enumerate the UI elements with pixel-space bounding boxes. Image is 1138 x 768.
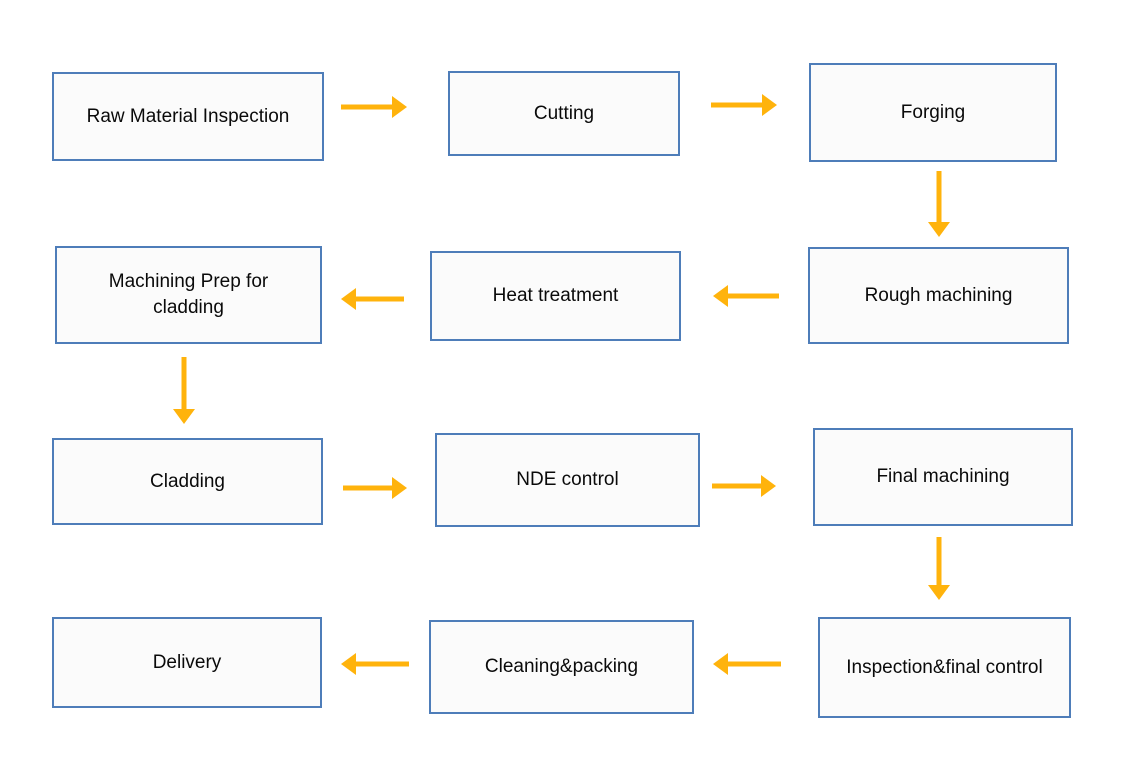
arrow-right-icon-cladding-to-nde-control [343,476,407,500]
arrow-left-icon-cleaning-packing-to-delivery [341,652,409,676]
arrow-right-icon-raw-material-to-cutting [341,95,407,119]
arrow-right-icon-cutting-to-forging [711,93,777,117]
flow-box-heat-treatment: Heat treatment [430,251,681,341]
flow-box-final-machining: Final machining [813,428,1073,526]
flow-box-cutting: Cutting [448,71,680,156]
flow-box-label: Heat treatment [492,285,619,307]
flow-box-forging: Forging [809,63,1057,162]
arrow-down-icon-final-machining-to-inspection [927,537,951,600]
flow-box-cladding: Cladding [52,438,323,525]
flow-box-label: NDE control [516,469,619,491]
arrow-left-icon-rough-machining-to-heat-treatment [713,284,779,308]
arrow-right-icon-nde-control-to-final-machining [712,474,776,498]
arrow-left-icon-inspection-to-cleaning-packing [713,652,781,676]
flow-box-nde-control: NDE control [435,433,700,527]
flow-box-label: Cleaning&packing [484,656,639,678]
flow-box-label: Machining Prep for cladding [108,271,269,318]
flow-box-label: Raw Material Inspection [86,105,290,127]
flow-box-rough-machining: Rough machining [808,247,1069,344]
flow-box-label: Cutting [533,102,595,124]
flow-box-label: Final machining [876,466,1010,488]
arrow-down-icon-forging-to-rough-machining [927,171,951,237]
flow-box-label: Cladding [150,470,225,492]
flow-box-cleaning-packing: Cleaning&packing [429,620,694,714]
flow-box-machining-prep-for-cladding: Machining Prep for cladding [55,246,322,344]
flow-box-label: Inspection&final control [846,656,1043,678]
flow-box-raw-material-inspection: Raw Material Inspection [52,72,324,161]
arrow-left-icon-heat-treatment-to-machining-prep [341,287,404,311]
flow-box-label: Rough machining [864,284,1013,306]
flow-box-inspection-final-control: Inspection&final control [818,617,1071,718]
flow-box-label: Forging [900,101,966,123]
arrow-down-icon-machining-prep-to-cladding [172,357,196,424]
flow-box-delivery: Delivery [52,617,322,708]
flow-box-label: Delivery [152,651,222,673]
